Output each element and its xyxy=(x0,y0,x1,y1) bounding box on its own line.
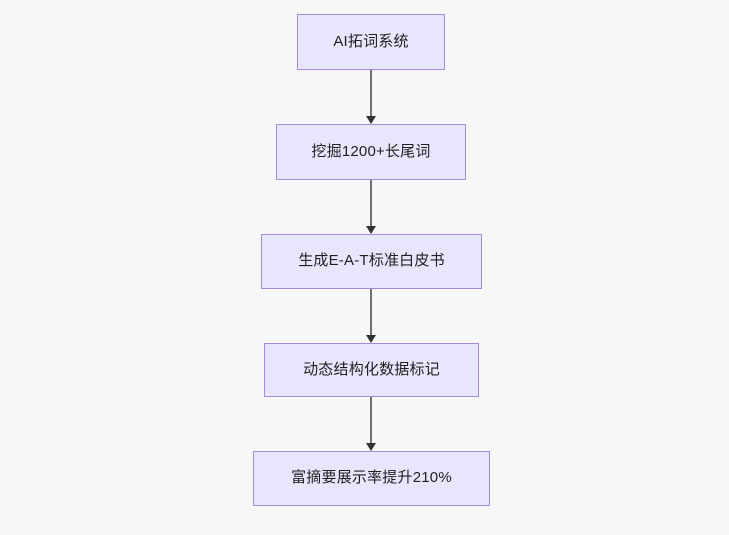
flow-node-1[interactable]: AI拓词系统 xyxy=(297,14,445,70)
edge-line xyxy=(370,289,372,336)
flow-node-label: 生成E-A-T标准白皮书 xyxy=(298,252,445,270)
flow-node-3[interactable]: 生成E-A-T标准白皮书 xyxy=(261,234,482,289)
arrowhead-icon xyxy=(366,226,376,234)
arrowhead-icon xyxy=(366,443,376,451)
edge-line xyxy=(370,70,372,117)
arrowhead-icon xyxy=(366,116,376,124)
flow-node-label: 富摘要展示率提升210% xyxy=(291,469,452,487)
flow-node-label: AI拓词系统 xyxy=(333,32,409,50)
arrowhead-icon xyxy=(366,335,376,343)
edge-line xyxy=(370,180,372,227)
flow-node-label: 挖掘1200+长尾词 xyxy=(311,142,431,160)
flow-node-5[interactable]: 富摘要展示率提升210% xyxy=(253,451,490,506)
edge-line xyxy=(370,397,372,444)
flow-node-4[interactable]: 动态结构化数据标记 xyxy=(264,343,479,397)
flow-node-2[interactable]: 挖掘1200+长尾词 xyxy=(276,124,466,180)
flow-node-label: 动态结构化数据标记 xyxy=(303,360,440,378)
